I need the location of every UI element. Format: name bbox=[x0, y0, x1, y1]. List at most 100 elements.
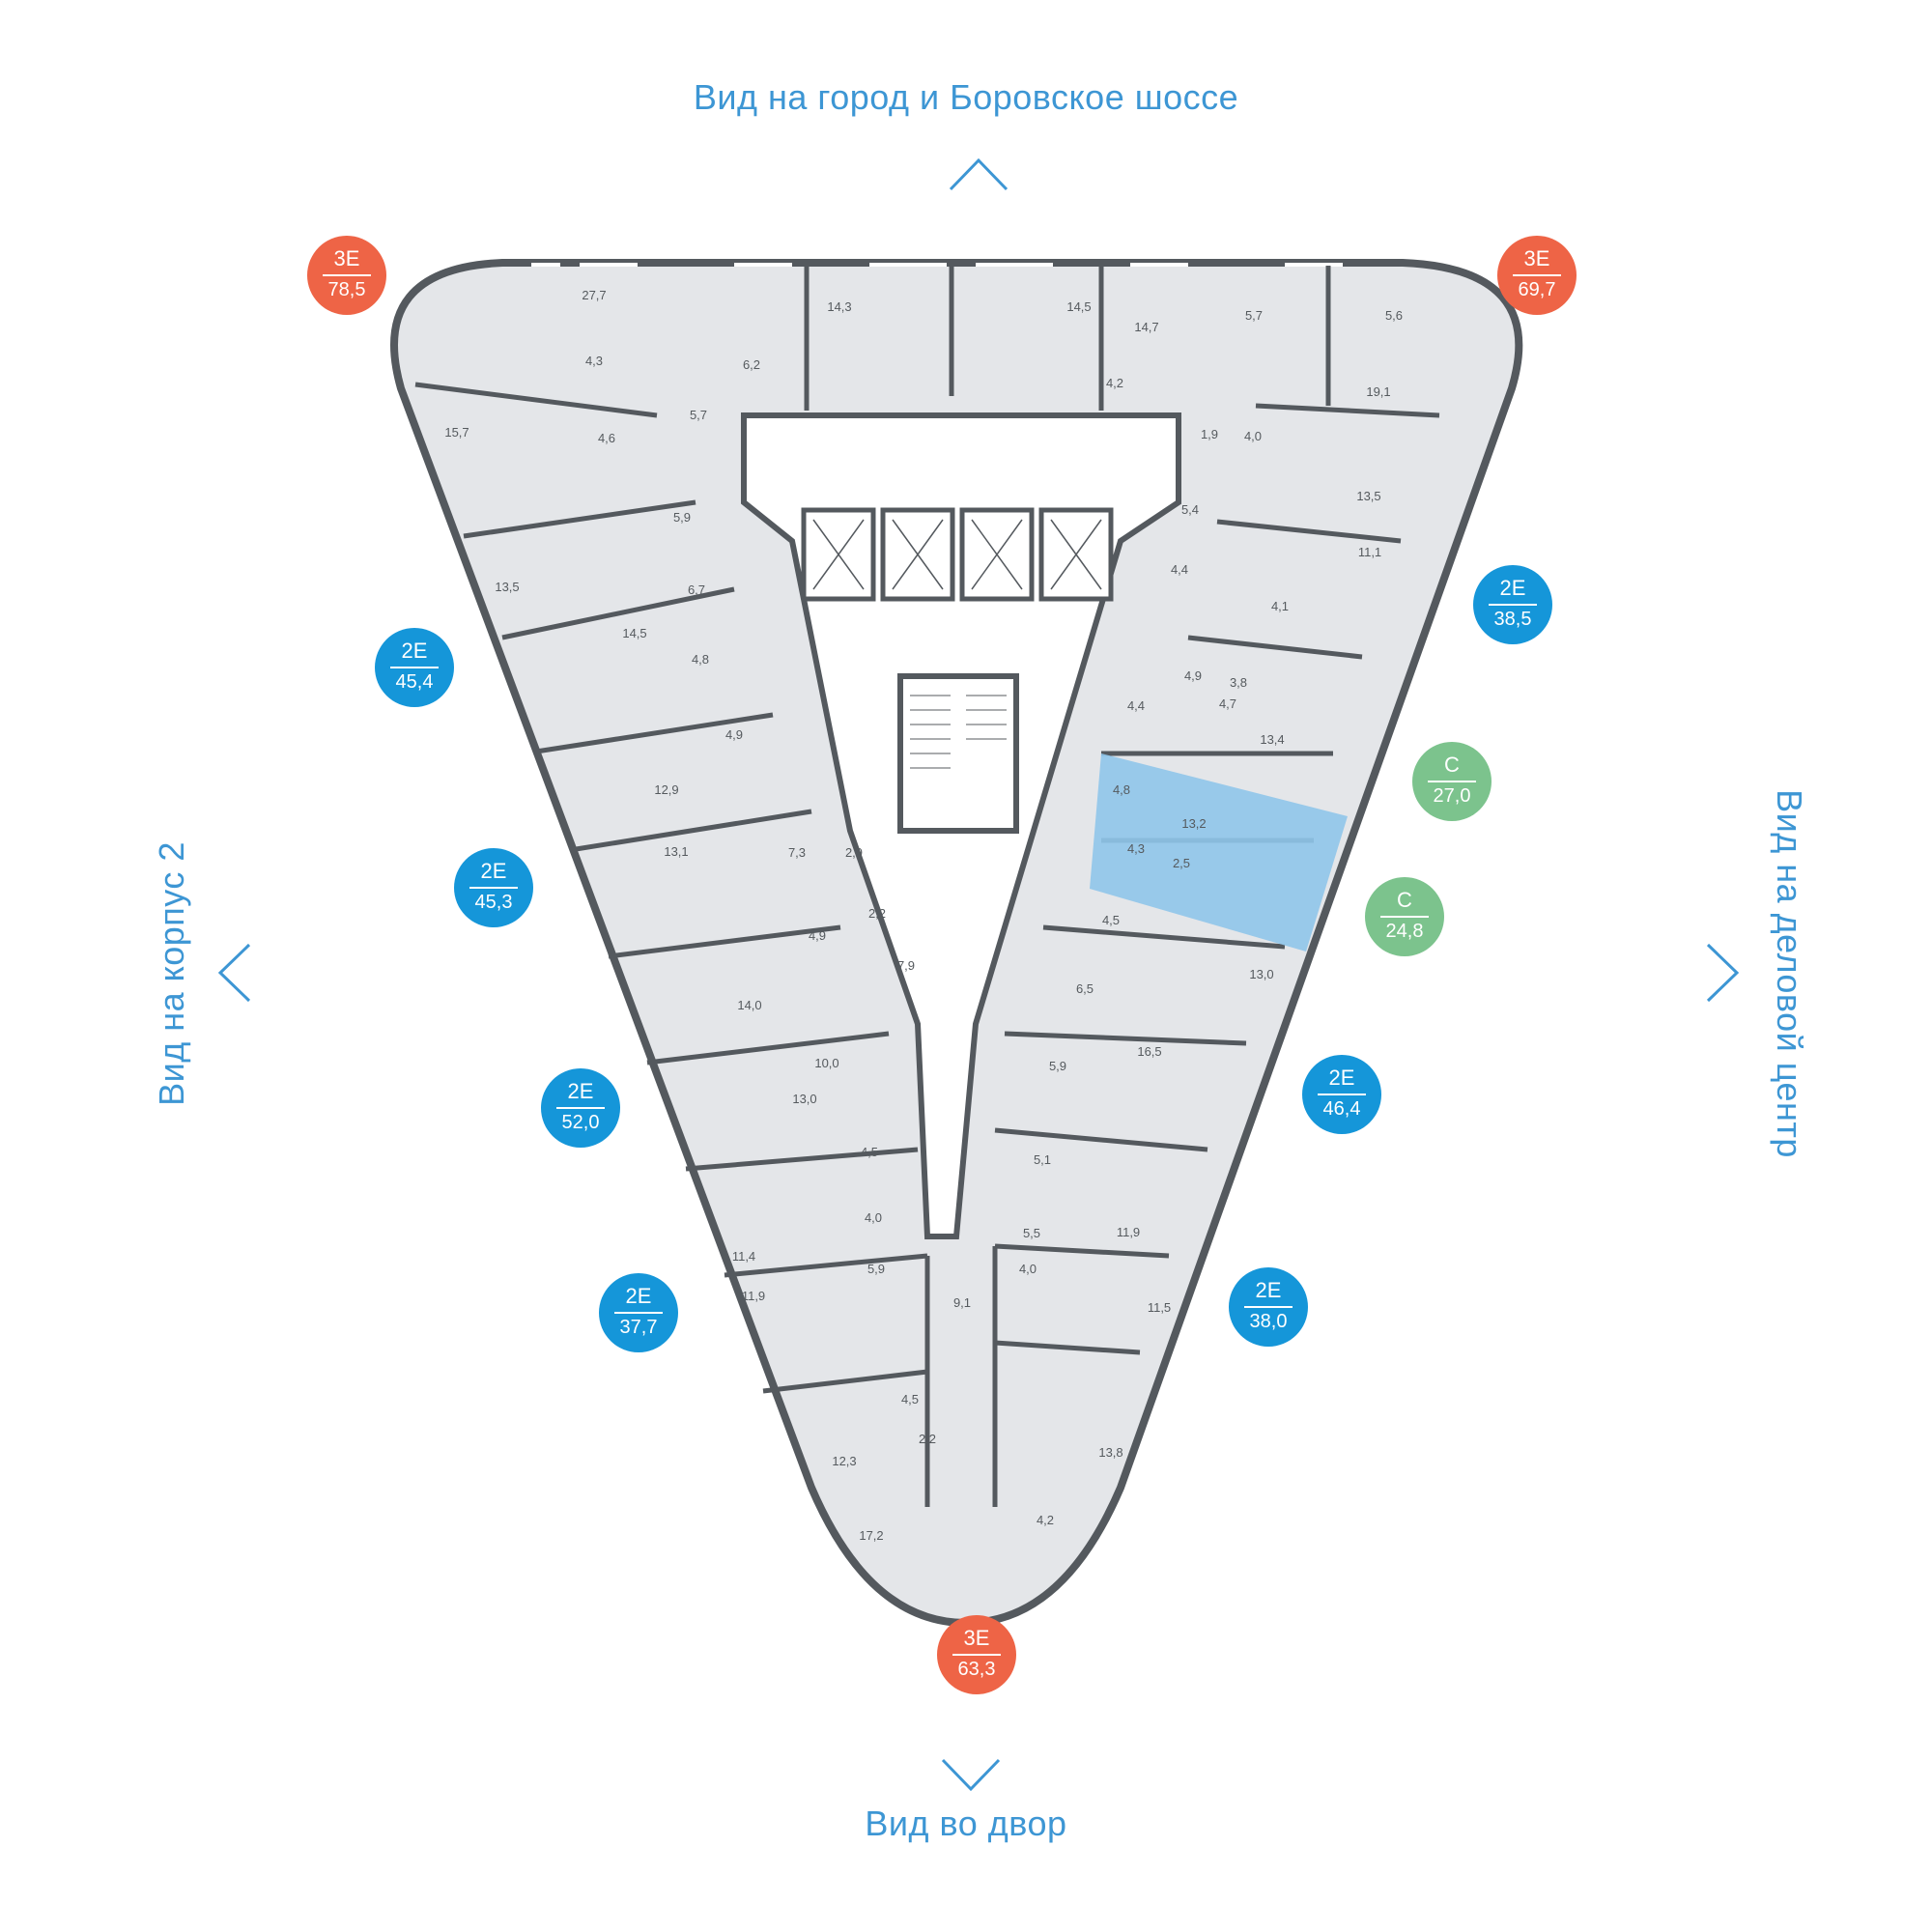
room-area-label: 14,5 bbox=[622, 626, 646, 640]
apartment-badge[interactable]: С 24,8 bbox=[1365, 877, 1444, 956]
room-area-label: 5,4 bbox=[1181, 502, 1199, 517]
apartment-area: 63,3 bbox=[957, 1659, 996, 1680]
room-area-label: 12,9 bbox=[654, 782, 678, 797]
apartment-badge[interactable]: 2Е 46,4 bbox=[1302, 1055, 1381, 1134]
apartment-area: 45,4 bbox=[395, 671, 434, 693]
apartment-badge[interactable]: 2Е 38,0 bbox=[1229, 1267, 1308, 1347]
room-area-label: 4,5 bbox=[901, 1392, 919, 1406]
room-area-label: 11,4 bbox=[732, 1249, 755, 1264]
room-area-label: 5,1 bbox=[1034, 1152, 1051, 1167]
apartment-type: 2Е bbox=[401, 639, 428, 663]
room-area-label: 4,4 bbox=[1171, 562, 1188, 577]
chevron-right-icon[interactable] bbox=[1704, 943, 1743, 1003]
badge-divider bbox=[952, 1654, 1001, 1656]
badge-divider bbox=[1489, 604, 1537, 606]
room-area-label: 16,5 bbox=[1137, 1044, 1161, 1059]
room-area-label: 4,4 bbox=[1127, 698, 1145, 713]
room-area-label: 5,6 bbox=[1385, 308, 1403, 323]
room-area-label: 11,5 bbox=[1148, 1300, 1171, 1315]
apartment-area: 37,7 bbox=[619, 1317, 658, 1338]
room-area-label: 13,4 bbox=[1260, 732, 1284, 747]
room-area-label: 10,0 bbox=[814, 1056, 838, 1070]
apartment-area: 46,4 bbox=[1322, 1098, 1361, 1120]
room-area-label: 4,0 bbox=[1244, 429, 1262, 443]
room-area-label: 4,2 bbox=[1037, 1513, 1054, 1527]
room-area-label: 13,0 bbox=[792, 1092, 816, 1106]
room-area-label: 27,7 bbox=[582, 288, 606, 302]
room-area-label: 11,1 bbox=[1358, 545, 1381, 559]
apartment-area: 24,8 bbox=[1385, 921, 1424, 942]
room-area-label: 4,5 bbox=[1102, 913, 1120, 927]
apartment-badge[interactable]: 3Е 69,7 bbox=[1497, 236, 1577, 315]
room-area-label: 6,2 bbox=[743, 357, 760, 372]
room-area-label: 4,3 bbox=[585, 354, 603, 368]
chevron-up-icon[interactable] bbox=[949, 155, 1009, 193]
room-area-label: 14,3 bbox=[827, 299, 851, 314]
apartment-badge[interactable]: 2Е 37,7 bbox=[599, 1273, 678, 1352]
apartment-type: 2Е bbox=[625, 1284, 652, 1308]
room-area-label: 11,9 bbox=[1117, 1225, 1140, 1239]
badge-divider bbox=[1244, 1306, 1293, 1308]
room-area-label: 1,9 bbox=[1201, 427, 1218, 441]
apartment-area: 38,0 bbox=[1249, 1311, 1288, 1332]
room-area-label: 3,8 bbox=[1230, 675, 1247, 690]
room-area-label: 5,9 bbox=[867, 1262, 885, 1276]
room-area-label: 5,9 bbox=[1049, 1059, 1066, 1073]
badge-divider bbox=[614, 1312, 663, 1314]
room-area-label: 13,1 bbox=[664, 844, 688, 859]
apartment-type: 3Е bbox=[333, 246, 360, 270]
room-area-label: 4,9 bbox=[725, 727, 743, 742]
room-area-label: 4,9 bbox=[809, 928, 826, 943]
apartment-type: 2Е bbox=[1328, 1065, 1355, 1090]
badge-divider bbox=[1428, 781, 1476, 782]
apartment-area: 52,0 bbox=[561, 1112, 600, 1133]
apartment-type: 2Е bbox=[480, 859, 507, 883]
apartment-badge[interactable]: 2Е 45,4 bbox=[375, 628, 454, 707]
apartment-area: 27,0 bbox=[1433, 785, 1471, 807]
badge-divider bbox=[323, 274, 371, 276]
apartment-badge[interactable]: 3Е 63,3 bbox=[937, 1615, 1016, 1694]
room-area-label: 19,1 bbox=[1366, 384, 1390, 399]
room-area-label: 11,9 bbox=[742, 1289, 765, 1303]
apartment-badge[interactable]: 2Е 52,0 bbox=[541, 1068, 620, 1148]
room-area-label: 4,8 bbox=[692, 652, 709, 667]
room-area-label: 13,0 bbox=[1249, 967, 1273, 981]
apartment-area: 38,5 bbox=[1493, 609, 1532, 630]
room-area-label: 4,5 bbox=[861, 1145, 878, 1159]
apartment-type: 2Е bbox=[1255, 1278, 1282, 1302]
room-area-label: 7,9 bbox=[897, 958, 915, 973]
apartment-type: 3Е bbox=[1523, 246, 1550, 270]
stair-steps bbox=[910, 695, 1007, 769]
room-area-label: 4,0 bbox=[865, 1210, 882, 1225]
room-area-label: 14,0 bbox=[737, 998, 761, 1012]
apartment-type: 2Е bbox=[567, 1079, 594, 1103]
room-area-label: 13,8 bbox=[1098, 1445, 1122, 1460]
room-area-label: 2,9 bbox=[845, 845, 863, 860]
room-area-label: 2,5 bbox=[1173, 856, 1190, 870]
room-area-label: 15,7 bbox=[444, 425, 469, 440]
badge-divider bbox=[1318, 1094, 1366, 1095]
room-area-label: 6,5 bbox=[1076, 981, 1094, 996]
room-area-label: 2,2 bbox=[868, 906, 886, 921]
room-area-label: 13,5 bbox=[1356, 489, 1380, 503]
room-area-label: 5,7 bbox=[690, 408, 707, 422]
apartment-type: С bbox=[1397, 888, 1412, 912]
elevator-shafts bbox=[801, 507, 1114, 602]
room-area-label: 6,7 bbox=[688, 582, 705, 597]
room-area-label: 4,3 bbox=[1127, 841, 1145, 856]
room-area-label: 9,1 bbox=[953, 1295, 971, 1310]
apartment-type: 3Е bbox=[963, 1626, 990, 1650]
selected-apartment[interactable] bbox=[1090, 753, 1348, 952]
chevron-left-icon[interactable] bbox=[214, 943, 253, 1003]
room-area-label: 12,3 bbox=[832, 1454, 856, 1468]
room-area-label: 13,5 bbox=[495, 580, 519, 594]
chevron-down-icon[interactable] bbox=[941, 1756, 1001, 1795]
apartment-area: 69,7 bbox=[1518, 279, 1556, 300]
view-label-top: Вид на город и Боровское шоссе bbox=[693, 77, 1239, 117]
